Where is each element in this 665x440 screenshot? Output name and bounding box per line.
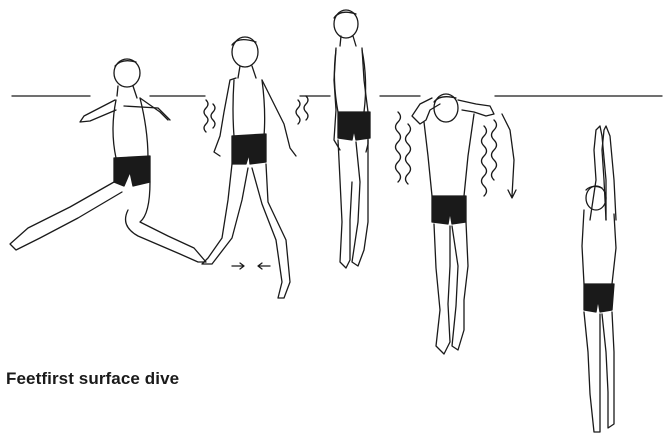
caption-title: Feetfirst surface dive	[6, 369, 179, 389]
swimmer-figure-5	[582, 126, 616, 432]
swimmer-figure-3	[334, 10, 370, 268]
swimmer-figure-2	[202, 37, 308, 298]
swimmer-figure-1	[10, 59, 206, 262]
swimmer-figure-4	[396, 94, 517, 354]
